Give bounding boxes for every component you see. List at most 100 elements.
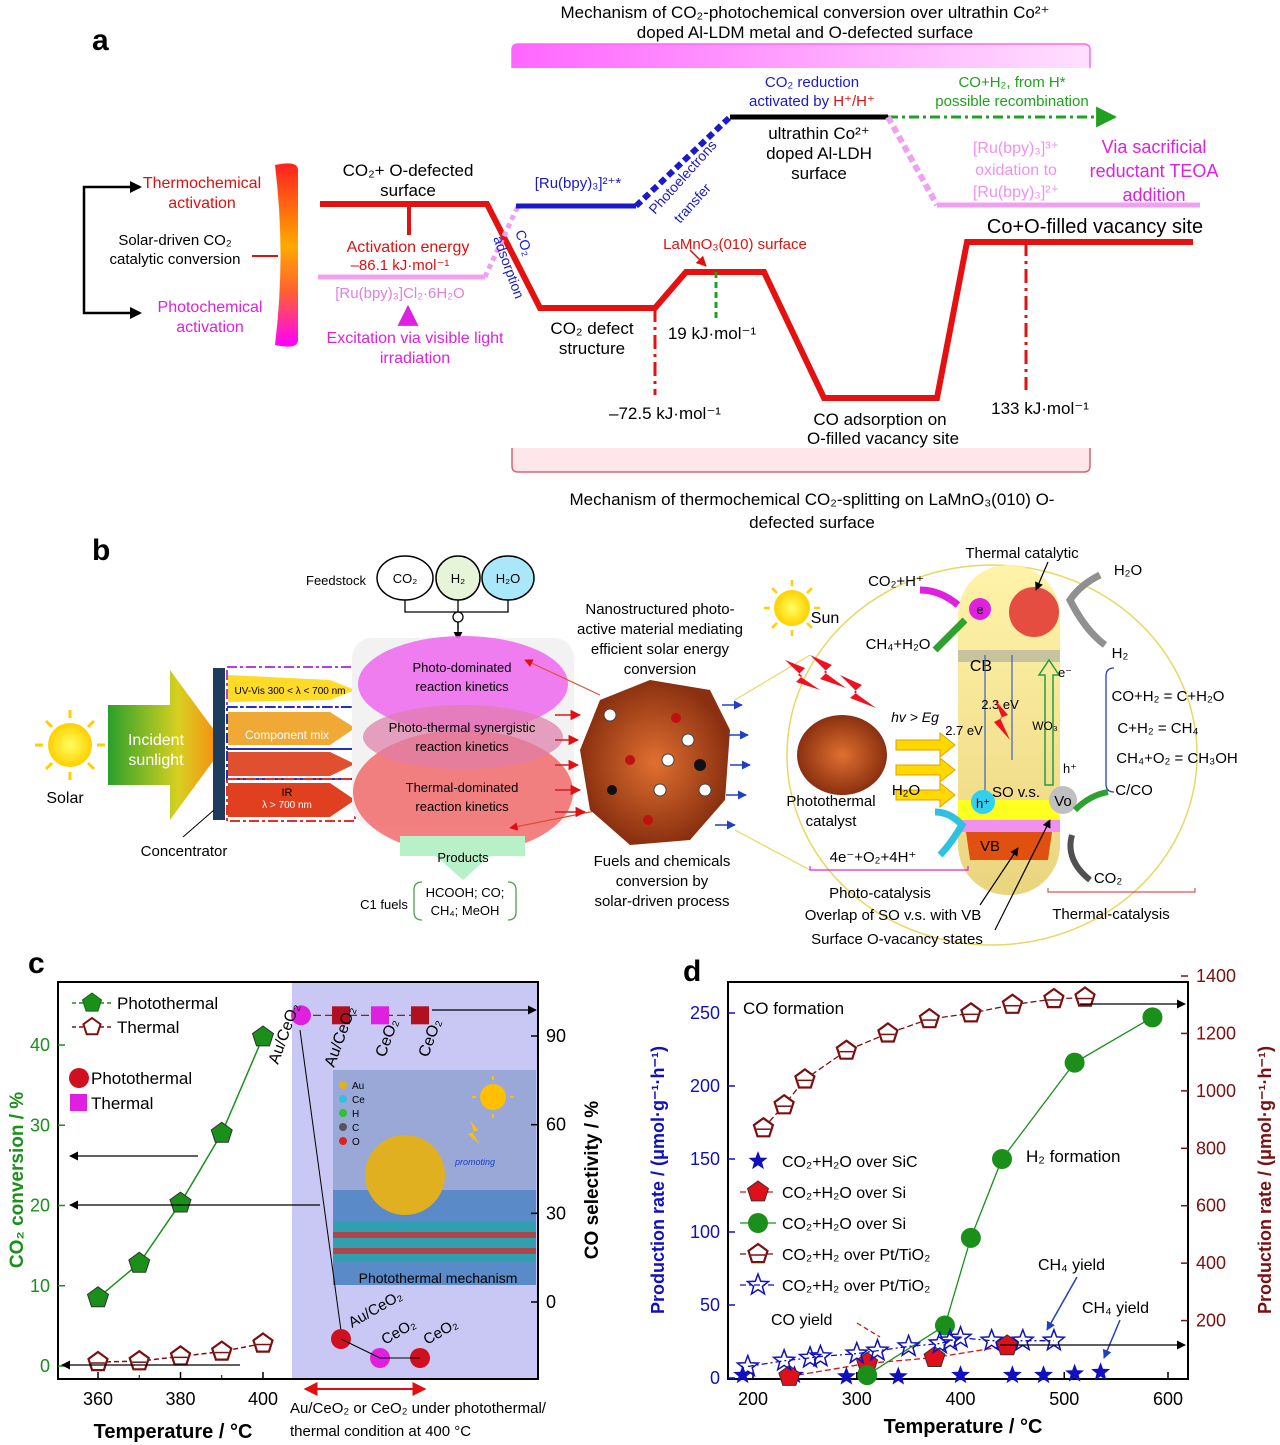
c-inset-legend-ce: Ce: [352, 1095, 365, 1106]
d-markers: [733, 986, 1163, 1386]
b-mechanism-circle: [786, 564, 1198, 946]
a-ldh-3: surface: [791, 164, 847, 183]
c-inset-ceo2-layer: [333, 1222, 536, 1262]
b-thermal-dom-2: reaction kinetics: [415, 799, 509, 814]
c-inset-promoting: promoting: [454, 1157, 495, 1167]
c-sel-point-4: [411, 1006, 429, 1025]
b-ev23: 2.3 eV: [981, 697, 1019, 712]
panel-c: c Au Ce H C O promoting Photothermal mec…: [7, 947, 603, 1443]
c-xtick-label: 360: [83, 1389, 113, 1409]
b-concentrator-label: Concentrator: [141, 843, 228, 860]
d-legend-marker-5: [745, 1271, 771, 1296]
b-rx-bracket: [1105, 667, 1115, 793]
d-series-line-4: [762, 996, 1086, 1129]
b-thermal-dom-1: Thermal-dominated: [406, 780, 519, 795]
a-ru-cl: [Ru(bpy)₃]Cl₂·6H₂O: [335, 285, 464, 302]
a-e19: 19 kJ·mol⁻¹: [668, 324, 757, 343]
d-ytick-label: 200: [690, 1076, 720, 1096]
d-y2tick-label: 600: [1196, 1196, 1226, 1216]
b-thermal-catalytic-pointer: [1035, 561, 1049, 591]
d-legend-marker-4: [747, 1242, 769, 1264]
panel-label-a: a: [92, 24, 109, 57]
a-act-energy-2: –86.1 kJ·mol⁻¹: [351, 257, 450, 274]
d-point-3-1: [857, 1365, 878, 1386]
d-point-5-9: [937, 1327, 963, 1352]
d-point-3-2: [934, 1315, 955, 1336]
c-point-2-2: [128, 1349, 151, 1371]
d-point-1-3: [836, 1366, 856, 1385]
b-cb-band: [958, 650, 1060, 662]
a-left-bracket: [82, 185, 140, 315]
b-incident-1: Incident: [128, 732, 185, 749]
b-cb: CB: [970, 658, 992, 675]
d-y2tick-label: 400: [1196, 1253, 1226, 1273]
b-thermal-cat: Thermal-catalysis: [1052, 906, 1170, 923]
b-vb-band: [966, 832, 1052, 860]
d-point-4-10: [1074, 986, 1096, 1007]
a-co2-red-2: activated by H⁺/H⁺: [749, 93, 875, 110]
d-y2tick-label: 800: [1196, 1138, 1226, 1158]
b-nano-1: Nanostructured photo-: [585, 601, 734, 618]
c-point-1-2: [128, 1251, 151, 1273]
a-gradient-bar: [275, 163, 298, 347]
a-co2-odef-1: CO₂+ O-defected: [343, 161, 474, 180]
a-co-ads-2: O-filled vacancy site: [807, 429, 959, 448]
a-co2-ads-1: CO₂: [512, 228, 536, 258]
d-point-5-1: [735, 1353, 761, 1378]
d-y2tick-label: 200: [1196, 1311, 1226, 1331]
c-legend-pt2: Photothermal: [91, 1069, 192, 1088]
b-photo-ellipse: [358, 636, 568, 732]
b-outgoing-arrows: [715, 700, 751, 830]
b-photo-dom-2: reaction kinetics: [415, 679, 509, 694]
b-nano-4: conversion: [624, 661, 697, 678]
b-electron-circle: [969, 598, 991, 620]
d-legend: [740, 1151, 776, 1296]
c-point-2-5: [252, 1332, 274, 1353]
d-ytick-label: 150: [690, 1149, 720, 1169]
d-point-4-2: [773, 1093, 795, 1115]
panel-b: b Solar Incident sunlight Concentrator U…: [35, 534, 1238, 948]
b-synergy-1: Photo-thermal synergistic: [389, 720, 536, 735]
a-ru3-2: oxidation to: [975, 162, 1057, 179]
b-h-circle: h⁺: [976, 796, 990, 811]
d-ytick-label: 0: [710, 1368, 720, 1388]
a-ru-star: [Ru(bpy)₃]²⁺*: [535, 175, 622, 192]
a-thermo-1: Thermochemical: [143, 175, 261, 192]
c-legend-marker-th: [82, 1016, 102, 1036]
b-nano-molecules: [603, 708, 712, 825]
panel-a: a Mechanism of CO₂-photochemical convers…: [82, 3, 1218, 532]
c-point-1-4: [210, 1121, 233, 1143]
b-cco-arrow: [1072, 789, 1109, 813]
b-co2-bot: CO₂: [1094, 870, 1123, 887]
d-point-5-4: [807, 1343, 833, 1368]
b-incident-arrow: [108, 670, 225, 820]
c-xtick-label: 400: [248, 1389, 278, 1409]
c-y2tick-label: 90: [546, 1026, 566, 1046]
c-legend-marker-th2: [70, 1094, 87, 1111]
d-point-5-5: [844, 1340, 870, 1365]
d-xlabel: Temperature / °C: [884, 1416, 1043, 1438]
c-legend-th2: Thermal: [91, 1094, 153, 1113]
c-point-1-5: [251, 1025, 275, 1047]
b-photo-cat: Photo-catalysis: [829, 885, 931, 902]
a-photo-1: Photochemical: [158, 299, 263, 316]
d-point-5-3: [797, 1344, 823, 1369]
d-point-3-5: [1064, 1052, 1085, 1073]
b-light-bolts: [785, 655, 876, 708]
a-ru3-1: [Ru(bpy)₃]³⁺: [973, 140, 1059, 157]
a-mech-bot-2: defected surface: [749, 513, 875, 532]
b-mix-beam: [228, 712, 355, 745]
c-inset-au-particle: [365, 1135, 445, 1215]
d-legend-marker-2: [746, 1180, 770, 1202]
b-zoom-line-1: [734, 654, 811, 701]
d-ch4-pointer-2: [1102, 1319, 1121, 1359]
a-solar-1: Solar-driven CO₂: [118, 232, 232, 249]
c-point-1-1: [86, 1286, 110, 1308]
b-incoming-arrows: [555, 709, 587, 818]
d-point-4-8: [1001, 993, 1024, 1014]
panel-label-b: b: [92, 534, 110, 567]
c-ytick-label: 30: [30, 1115, 50, 1135]
a-co2-red-1: CO₂ reduction: [765, 74, 859, 91]
